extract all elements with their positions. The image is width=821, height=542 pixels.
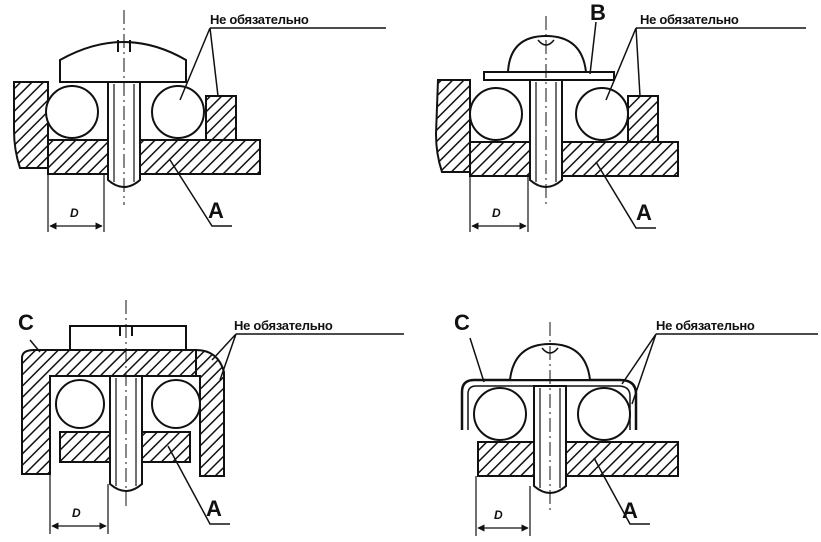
washer — [483, 71, 615, 81]
screw-shank — [529, 79, 563, 188]
dimension-label-d: D — [494, 508, 503, 522]
part-label-a: А — [206, 496, 222, 521]
part-label-c: С — [454, 310, 470, 335]
panel-bottom-right — [460, 322, 818, 536]
optional-label: Не обязательно — [234, 318, 333, 333]
right-wall — [195, 348, 225, 477]
dimension-label-d: D — [70, 206, 79, 220]
wire-ball-right — [151, 379, 201, 429]
panel-top-right — [434, 16, 806, 232]
wire-ball-right — [575, 87, 629, 141]
screw-head — [508, 342, 592, 381]
optional-label: Не обязательно — [210, 12, 309, 27]
base-plate — [477, 441, 679, 477]
part-label-a: А — [636, 200, 652, 225]
screw-head — [59, 41, 187, 83]
screw-head — [506, 34, 588, 73]
base-plate — [469, 141, 679, 177]
wire-ball-right — [151, 85, 205, 139]
part-label-a: А — [208, 198, 224, 223]
panel-bottom-left — [21, 300, 404, 534]
part-label-a: А — [622, 498, 638, 523]
wire-ball-left — [45, 85, 99, 139]
wire-ball-left — [473, 387, 527, 441]
optional-label: Не обязательно — [640, 12, 739, 27]
screw-head — [69, 325, 187, 351]
left-wall — [13, 81, 52, 169]
panel-top-left — [13, 10, 386, 232]
left-wall — [434, 79, 474, 173]
screw-shank — [533, 385, 567, 494]
part-label-c: С — [18, 310, 34, 335]
optional-label: Не обязательно — [656, 318, 755, 333]
right-block — [627, 95, 659, 143]
base-plate — [47, 139, 261, 175]
cap-clamp — [21, 349, 197, 475]
dimension-label-d: D — [72, 506, 81, 520]
wire-ball-left — [469, 87, 523, 141]
part-label-b: В — [590, 0, 606, 25]
wire-ball-right — [577, 387, 631, 441]
wire-ball-left — [55, 379, 105, 429]
right-block — [205, 95, 237, 141]
dimension-label-d: D — [492, 206, 501, 220]
